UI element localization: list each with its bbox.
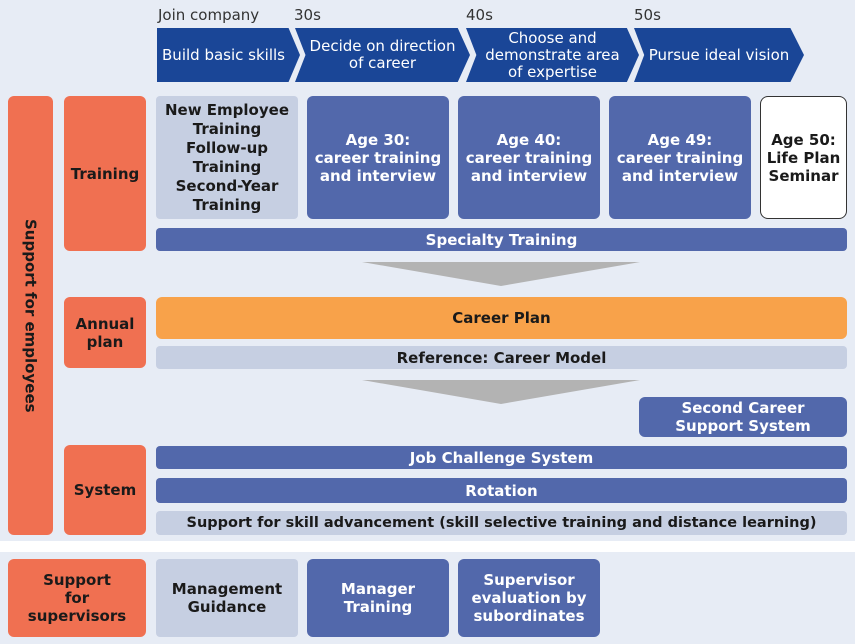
age-label-40s: 40s: [466, 6, 493, 24]
age49-training: Age 49: career training and interview: [609, 96, 751, 219]
career-model-bar: Reference: Career Model: [156, 346, 847, 369]
age50-life-plan-seminar: Age 50: Life Plan Seminar: [760, 96, 847, 219]
stage-choose-expertise: Choose and demonstrate area of expertise: [466, 28, 639, 82]
new-employee-training: New Employee Training: [165, 100, 289, 138]
annual-plan-label: Annual plan: [64, 297, 146, 368]
second-career-support: Second Career Support System: [639, 397, 847, 437]
support-for-employees-label: Support for employees: [8, 96, 53, 535]
training-label: Training: [64, 96, 146, 251]
support-for-supervisors-label: Support for supervisors: [8, 559, 146, 637]
second-year-training: Second-Year Training: [175, 176, 279, 214]
age-label-join: Join company: [158, 6, 260, 24]
stage-build-basic-skills: Build basic skills: [157, 28, 300, 82]
stage-decide-direction: Decide on direction of career: [295, 28, 470, 82]
age-label-50s: 50s: [634, 6, 661, 24]
age30-training: Age 30: career training and interview: [307, 96, 449, 219]
specialty-training-bar: Specialty Training: [156, 228, 847, 251]
job-challenge-bar: Job Challenge System: [156, 446, 847, 469]
intro-training-box: New Employee Training Follow-up Training…: [156, 96, 298, 219]
system-label: System: [64, 445, 146, 535]
skill-advancement-bar: Support for skill advancement (skill sel…: [156, 511, 847, 535]
management-guidance: Management Guidance: [156, 559, 298, 637]
rotation-bar: Rotation: [156, 478, 847, 503]
manager-training: Manager Training: [307, 559, 449, 637]
stage-pursue-vision: Pursue ideal vision: [634, 28, 804, 82]
age-label-30s: 30s: [294, 6, 321, 24]
supervisor-evaluation: Supervisor evaluation by subordinates: [458, 559, 600, 637]
career-plan-bar: Career Plan: [156, 297, 847, 339]
age40-training: Age 40: career training and interview: [458, 96, 600, 219]
follow-up-training: Follow-up Training: [185, 138, 269, 176]
